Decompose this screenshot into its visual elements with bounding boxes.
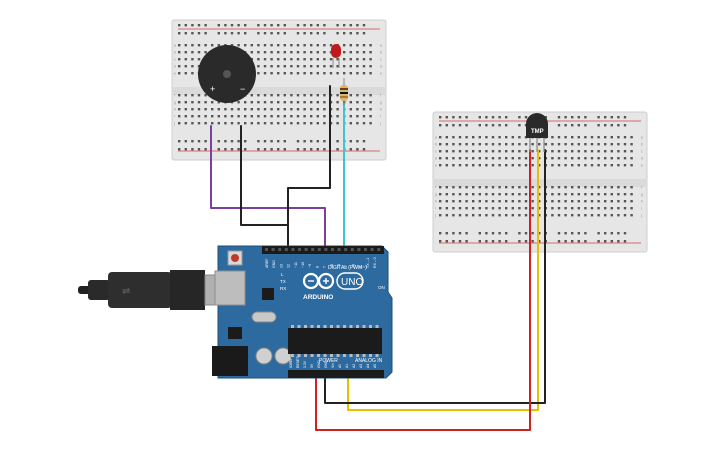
buzzer-minus-label: − xyxy=(240,84,245,94)
svg-text:⇌: ⇌ xyxy=(122,286,130,297)
breadboard-left-row-label: f xyxy=(174,94,175,98)
breadboard-left-row-label: g xyxy=(174,101,176,105)
breadboard-right-row-label: a xyxy=(435,136,437,140)
breadboard-right-row-label: b xyxy=(435,143,437,147)
digital-pin-label: 12 xyxy=(287,264,291,268)
digital-pin-label: ~9 xyxy=(308,264,312,268)
wire-black-led xyxy=(287,85,331,249)
digital-pin-label: GND xyxy=(272,260,276,268)
breadboard-left-row-label: c xyxy=(380,58,382,62)
breadboard-right-row-label: e xyxy=(641,164,643,168)
sensor-label: TMP xyxy=(531,129,544,135)
breadboard-right-row-label: d xyxy=(435,157,437,161)
power-analog-pin-label: GND xyxy=(317,360,321,368)
breadboard-right-row-label: h xyxy=(435,200,437,204)
power-analog-pin-label: A4 xyxy=(366,364,370,368)
digital-pin-label: 7 xyxy=(323,266,327,268)
breadboard-right-row-label: i xyxy=(435,207,436,211)
power-analog-pin-label: Vin xyxy=(331,363,335,368)
breadboard-right-row-label: b xyxy=(641,143,643,147)
digital-pin-label: ~10 xyxy=(301,262,305,268)
digital-label: DIGITAL (PWM~) xyxy=(328,265,367,271)
breadboard-left-row-label: j xyxy=(379,122,381,126)
digital-pin-label: RX←0 xyxy=(373,257,377,268)
digital-pin-label: TX→1 xyxy=(366,258,370,268)
breadboard-left-row-label: e xyxy=(380,72,382,76)
breadboard-right-row-label: j xyxy=(434,214,436,218)
breadboard-left-row-label: c xyxy=(174,58,176,62)
power-analog-pin-label: IOREF xyxy=(289,358,293,368)
temperature-sensor: TMP xyxy=(526,113,548,152)
wires xyxy=(210,85,546,431)
buzzer-plus-label: + xyxy=(210,84,215,94)
breadboard-right-row-label: c xyxy=(641,150,643,154)
breadboard-left-row-label: g xyxy=(380,101,382,105)
power-analog-pin-label: A5 xyxy=(373,364,377,368)
arduino-uno: ARDUINO UNO DIGITAL (PWM~) POWER ANALOG … xyxy=(212,245,393,379)
power-analog-pin-label: A1 xyxy=(345,364,349,368)
breadboard-right-row-label: d xyxy=(641,157,643,161)
breadboard-left-row-label: j xyxy=(173,122,175,126)
reset-button xyxy=(231,254,239,262)
breadboard-left-row-label: f xyxy=(380,94,381,98)
digital-pin-label: 13 xyxy=(279,264,283,268)
breadboard-right-row-label: a xyxy=(641,136,643,140)
breadboard-right-row-label: h xyxy=(641,200,643,204)
breadboard-right-row-label: e xyxy=(435,164,437,168)
arduino-logo-icon xyxy=(302,272,335,290)
breadboard-right-row-label: g xyxy=(641,193,643,197)
breadboard-right-row-label: i xyxy=(641,207,642,211)
power-analog-pin-label: 3.3V xyxy=(303,360,307,368)
breadboard-left-row-label: h xyxy=(174,108,176,112)
breadboard-right-row-label: f xyxy=(641,186,642,190)
wire-black-sensor xyxy=(324,149,546,404)
power-analog-pin-label: GND xyxy=(324,360,328,368)
breadboard-right-row-label: f xyxy=(435,186,436,190)
breadboard-right-row-label: j xyxy=(640,214,642,218)
digital-pin-label: 4 xyxy=(344,266,348,268)
buzzer: + − xyxy=(198,45,256,103)
digital-pin-label: 8 xyxy=(315,266,319,268)
breadboard-left-row-label: i xyxy=(380,115,381,119)
digital-pin-label: AREF xyxy=(265,258,269,268)
breadboard-left-row-label: i xyxy=(174,115,175,119)
digital-pin-label: ~11 xyxy=(294,262,298,268)
on-label: ON xyxy=(378,285,385,290)
analog-label: ANALOG IN xyxy=(355,358,383,364)
breadboard-left-row-label: e xyxy=(174,72,176,76)
uno-badge: UNO xyxy=(341,277,363,288)
breadboard-right-row-label: g xyxy=(435,193,437,197)
digital-pin-label: ~6 xyxy=(330,264,334,268)
tx-label: TX xyxy=(280,279,286,284)
breadboard-left-row-label: a xyxy=(380,44,382,48)
digital-pin-label: 2 xyxy=(359,266,363,268)
digital-pin-label: ~3 xyxy=(351,264,355,268)
wire-red xyxy=(315,149,531,431)
breadboard-left-row-label: b xyxy=(380,51,382,55)
l-label: L xyxy=(281,272,284,277)
breadboard-left-row-label: b xyxy=(174,51,176,55)
power-analog-pin-label: RESET xyxy=(296,357,300,368)
power-label: POWER xyxy=(319,358,338,364)
power-analog-pin-label: A0 xyxy=(338,364,342,368)
breadboard-left-row-label: a xyxy=(174,44,176,48)
breadboard-left-row-label: h xyxy=(380,108,382,112)
wire-purple xyxy=(210,125,326,249)
power-analog-pin-label: A2 xyxy=(352,364,356,368)
breadboard-right-row-label: c xyxy=(435,150,437,154)
led xyxy=(331,44,341,68)
breadboard-left-row-label: d xyxy=(380,65,382,69)
breadboard-left-row-label: d xyxy=(174,65,176,69)
rx-label: RX xyxy=(280,286,286,291)
digital-pin-label: ~5 xyxy=(337,264,341,268)
wire-yellow xyxy=(347,149,539,411)
resistor xyxy=(340,78,348,106)
power-analog-pin-label: A3 xyxy=(359,364,363,368)
arduino-logo-text: ARDUINO xyxy=(303,294,333,301)
power-analog-pin-label: 5V xyxy=(310,363,314,368)
